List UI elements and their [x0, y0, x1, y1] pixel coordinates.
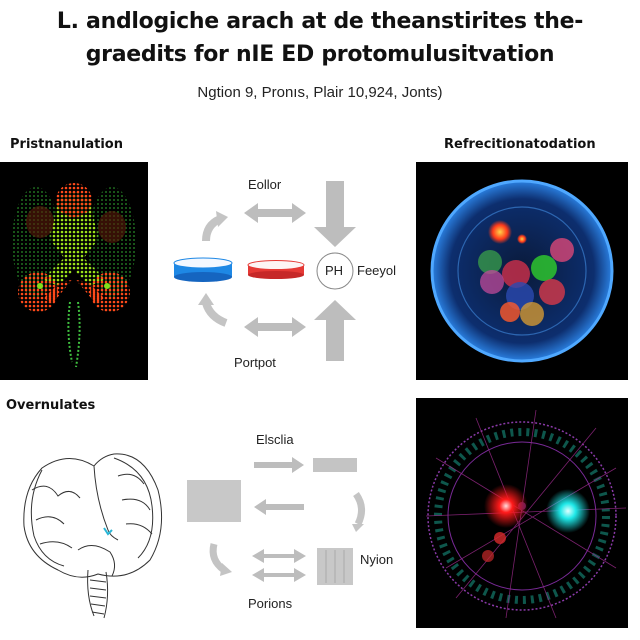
label-feeyol: Feeyol: [357, 263, 397, 278]
gray-block-large: [187, 480, 241, 522]
ph-label: PH: [325, 263, 344, 278]
curved-arrow-right-icon: [353, 491, 365, 526]
double-arrow-top-icon: [244, 203, 306, 223]
subtitle: Ngtion 9, Pronıs, Plair 10,924, Jonts): [197, 84, 443, 101]
radial-network-image: [416, 398, 628, 628]
cell-culture-panel: [416, 162, 628, 380]
red-disc-icon: [247, 260, 305, 279]
double-arrow-bottom-icon: [244, 317, 306, 337]
brain-outline-image: [23, 453, 163, 619]
top-process-diagram: Eollor Portpot: [160, 165, 410, 380]
section-label-refrecitionatodation: Refrecitionatodation: [444, 137, 596, 152]
striped-block: [317, 548, 353, 585]
title-line-2: graedits for nIE ED protomulusitvation: [85, 42, 555, 67]
bottom-process-diagram: Elsclia Porions Nyion: [170, 420, 410, 640]
radial-network-panel: [416, 398, 628, 628]
double-arrow-lower-icon: [252, 568, 306, 582]
kidney-scan-panel: [0, 162, 148, 380]
left-arrow-middle-icon: [254, 499, 304, 515]
section-label-pristnanulation: Pristnanulation: [10, 137, 123, 152]
highlight-marker-icon: [103, 527, 113, 536]
right-arrow-top-icon: [254, 457, 304, 473]
down-arrow-icon: [314, 181, 356, 247]
label-eollor: Eollor: [248, 177, 282, 192]
curved-arrow-down-icon: [202, 301, 228, 327]
label-nyion: Nyion: [360, 552, 394, 567]
kidney-scan-image: [0, 162, 148, 380]
label-porions: Porions: [248, 596, 293, 611]
label-elsclia: Elsclia: [256, 432, 294, 447]
petri-dish-image: [430, 179, 614, 363]
gray-block-top-right: [313, 458, 357, 472]
section-label-overnulates: Overnulates: [6, 398, 96, 413]
up-arrow-icon: [314, 300, 356, 361]
title-line-1: L. andlogiche arach at de theanstirites …: [56, 9, 584, 34]
label-portpot: Portpot: [234, 355, 276, 370]
double-arrow-upper-icon: [252, 549, 306, 563]
ph-circle-icon: [316, 252, 354, 290]
blue-disc-icon: [173, 257, 233, 282]
brain-illustration: [18, 440, 168, 630]
